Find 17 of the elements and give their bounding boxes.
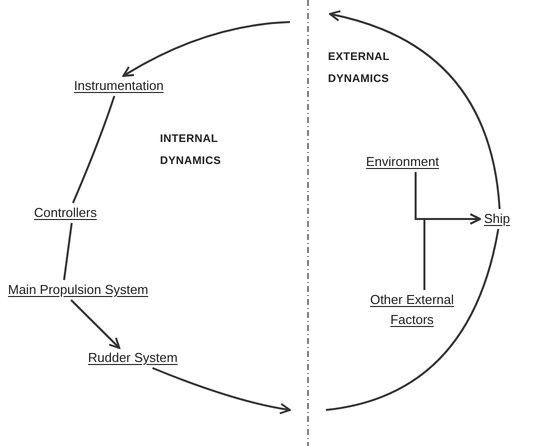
connector-line — [63, 222, 73, 280]
component-label: Controllers — [34, 203, 97, 223]
arrow — [152, 367, 291, 414]
component-label: Instrumentation — [74, 76, 164, 96]
arrow — [423, 213, 481, 290]
component-label: Environment — [366, 152, 439, 172]
connector-line — [72, 96, 116, 204]
component-label: Main Propulsion System — [8, 280, 148, 300]
component-label: Ship — [484, 209, 510, 229]
component-label: Rudder System — [88, 348, 178, 368]
region-heading: EXTERNAL DYNAMICS — [328, 50, 390, 87]
connector-line — [326, 228, 500, 411]
component-label: Other External Factors — [350, 290, 474, 330]
region-heading: INTERNAL DYNAMICS — [160, 132, 222, 169]
arrow — [70, 299, 120, 349]
arrow — [122, 21, 290, 77]
arrow — [329, 10, 501, 210]
